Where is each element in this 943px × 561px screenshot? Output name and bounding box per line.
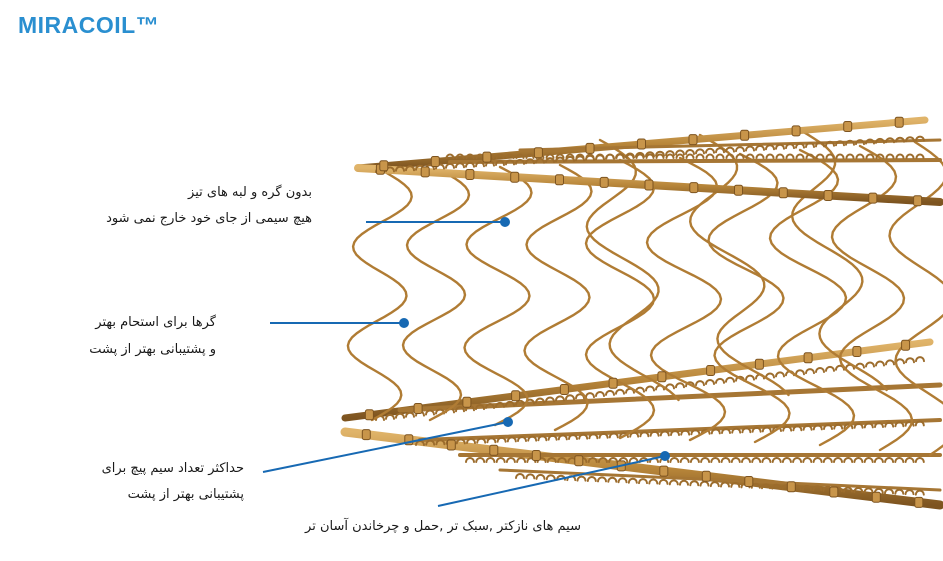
wire-clip	[803, 352, 813, 364]
coil-spring	[888, 140, 943, 457]
coil-spring	[346, 170, 413, 422]
callout-lines	[262, 217, 670, 507]
wire-clip	[688, 134, 698, 146]
callout-dot-3	[503, 417, 513, 427]
wire-clip	[823, 190, 833, 201]
wire-clip	[430, 156, 440, 167]
callout-1-line-2: هیچ سیمی از جای خود خارج نمی شود	[106, 211, 312, 226]
wire-clip	[510, 171, 520, 183]
callout-3-line-2: پشتیبانی بهتر از پشت	[127, 487, 244, 502]
wire-clip	[637, 138, 646, 150]
wire-clip	[706, 365, 716, 376]
wire-clip	[364, 409, 374, 421]
wire-clip	[585, 142, 595, 154]
wire-clip	[734, 184, 743, 196]
wire-clip	[465, 169, 475, 180]
coil-spring	[707, 152, 791, 444]
wire-clip	[786, 481, 796, 493]
wire-clip	[843, 121, 853, 132]
wire-clip	[871, 491, 881, 503]
wire-clip	[511, 390, 521, 402]
wire-clip	[379, 160, 389, 172]
callout-line-3	[262, 421, 509, 473]
wire-clip	[754, 358, 764, 370]
coil-spring	[401, 168, 471, 422]
wire-clip	[744, 476, 754, 487]
wire-clip	[533, 147, 543, 159]
wire-clip	[531, 450, 541, 461]
wire-clip	[657, 371, 667, 383]
coil-spring	[688, 133, 790, 397]
wire-clip	[489, 444, 499, 456]
coil-spring	[790, 128, 888, 392]
callout-3-line-1: حداکثر تعداد سیم پیچ برای	[101, 461, 244, 476]
wire-clip	[599, 176, 609, 188]
wire-clip	[701, 470, 711, 482]
wire-clip	[644, 179, 654, 191]
wire-clip	[659, 465, 669, 477]
callout-2-line-2: و پشتیبانی بهتر از پشت	[89, 342, 216, 357]
bottom-frame	[340, 338, 943, 510]
wire-clip	[778, 187, 788, 199]
wire-clip	[868, 192, 878, 204]
wire-clip	[914, 496, 924, 508]
callout-dot-4	[660, 451, 670, 461]
wire-clip	[420, 166, 430, 178]
wire-clip	[901, 339, 911, 351]
wire-clip	[462, 396, 472, 408]
wire-clip	[413, 403, 423, 414]
wire-clip	[791, 125, 801, 137]
wire-clip	[913, 195, 923, 207]
callout-4-line-1: سیم های نازکتر ,سبک تر ,حمل و چرخاندن آس…	[305, 519, 581, 534]
wire-clip	[555, 174, 564, 186]
wire-clip	[608, 377, 618, 389]
coil-spring	[463, 165, 533, 427]
wire-clip	[482, 151, 492, 163]
callout-2-line-1: گرها برای استحام بهتر	[95, 315, 216, 330]
wire-clip	[446, 439, 456, 451]
coil-spring	[830, 144, 914, 452]
callout-line-4	[437, 455, 666, 507]
coil-spring	[523, 163, 593, 432]
wire-clip	[894, 116, 904, 128]
wire-clip	[740, 129, 750, 141]
callout-dot-1	[500, 217, 510, 227]
wire-clips	[361, 116, 924, 508]
wire-clip	[689, 182, 699, 194]
callout-dot-2	[399, 318, 409, 328]
brand-logo: MIRACOIL™	[18, 12, 160, 38]
wire-clip	[361, 429, 371, 441]
wire-clip	[574, 455, 584, 467]
callout-1-line-1: بدون گره و لبه های تیز	[188, 185, 312, 200]
wire-clip	[852, 346, 862, 357]
wire-clip	[559, 384, 569, 395]
coil-spring	[768, 148, 856, 447]
wire-clip	[829, 486, 839, 498]
